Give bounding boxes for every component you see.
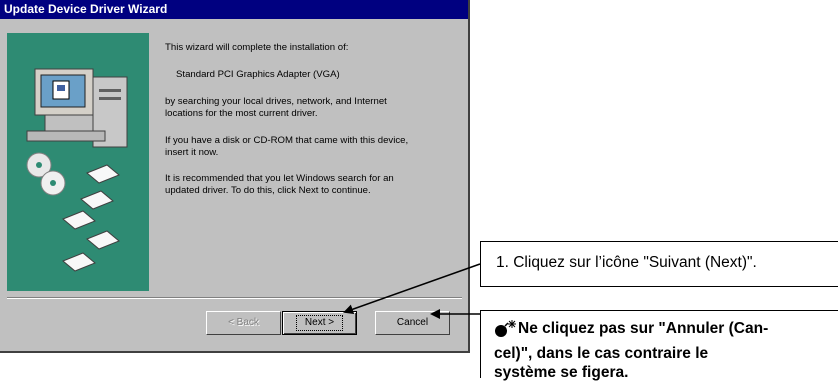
bomb-icon: [495, 320, 516, 337]
search-text: by searching your local drives, network,…: [165, 96, 387, 119]
intro-text: This wizard will complete the installati…: [165, 42, 349, 53]
arrow-to-next-icon: [343, 263, 481, 315]
button-separator: [7, 297, 462, 299]
callout-step1-text: 1. Cliquez sur l’icône "Suivant (Next)".: [496, 254, 757, 271]
next-button-label: Next >: [295, 315, 344, 331]
recommend-text: It is recommended that you let Windows s…: [165, 173, 394, 196]
update-driver-wizard-window: Update Device Driver Wizard: [0, 0, 470, 353]
wizard-illustration: [7, 33, 149, 291]
device-name: Standard PCI Graphics Adapter (VGA): [176, 69, 340, 80]
warning-line-3: système se figera.: [494, 364, 629, 381]
floppy-disk-icon: [62, 164, 120, 272]
warning-line-2: cel)", dans le cas contraire le: [494, 345, 709, 362]
callout-warning-box: [480, 310, 838, 378]
computer-icon: [26, 68, 128, 148]
window-title[interactable]: Update Device Driver Wizard: [0, 0, 468, 19]
callout-step1-box: [480, 241, 838, 287]
back-button[interactable]: < Back: [206, 311, 281, 335]
disk-text: If you have a disk or CD-ROM that came w…: [165, 135, 409, 158]
warning-line-1: Ne cliquez pas sur "Annuler (Can-: [518, 320, 769, 337]
next-button[interactable]: Next >: [282, 311, 357, 335]
cd-disc-icon: [26, 152, 66, 196]
